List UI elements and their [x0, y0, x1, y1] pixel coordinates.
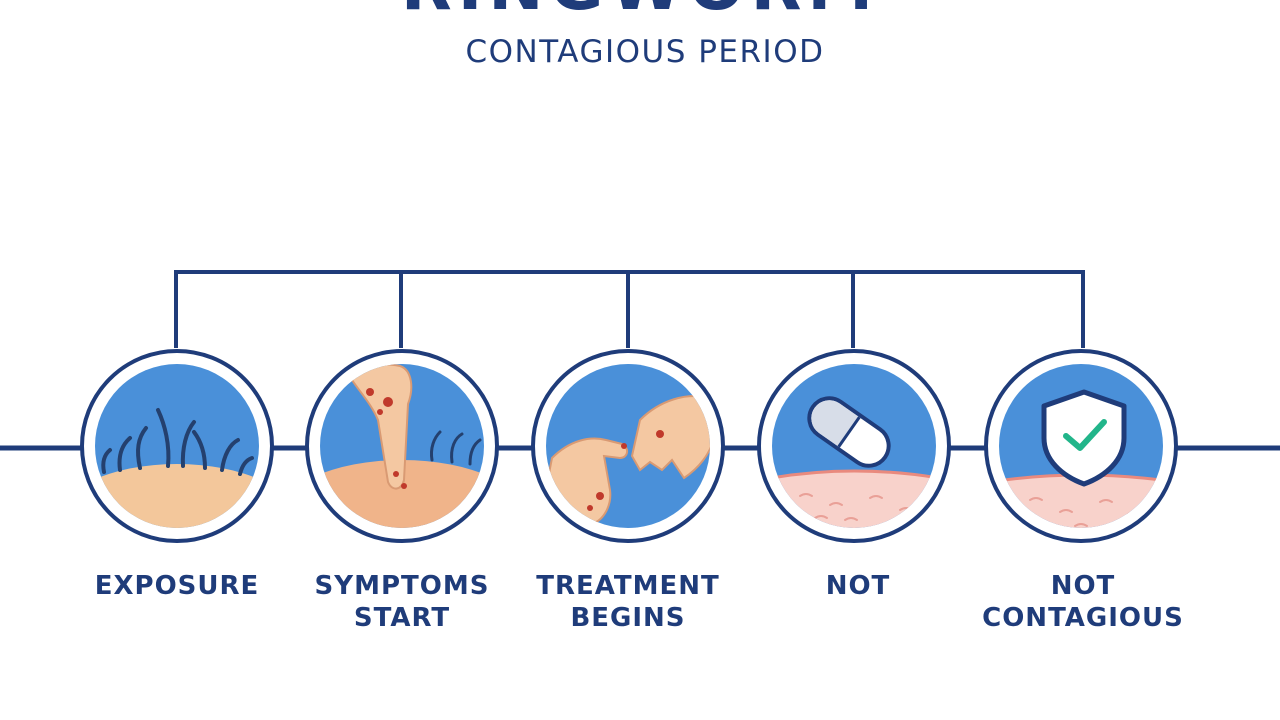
finger-touching-skin-icon — [320, 364, 484, 528]
top-bracket — [174, 270, 1085, 348]
stage-label-treatment: TREATMENT BEGINS — [508, 570, 748, 634]
stage-label-line2: BEGINS — [570, 603, 686, 633]
stage-label-line1: NOT — [825, 571, 891, 601]
stage-label-not: NOT — [738, 570, 978, 602]
stage-label-exposure: EXPOSURE — [57, 570, 297, 602]
page-subtitle: CONTAGIOUS PERIOD — [465, 34, 825, 70]
stage-circle-treatment — [531, 349, 725, 543]
hair-skin-icon — [95, 364, 259, 528]
stage-circle-not — [757, 349, 951, 543]
stage-label-line2: CONTAGIOUS — [982, 603, 1184, 633]
stage-label-line1: TREATMENT — [536, 571, 720, 601]
stage-circle-symptoms — [305, 349, 499, 543]
stage-label-symptoms: SYMPTOMS START — [282, 570, 522, 634]
stage-circle-exposure — [80, 349, 274, 543]
stage-circle-not-contagious — [984, 349, 1178, 543]
stage-label-line1: SYMPTOMS — [314, 571, 490, 601]
stage-label-not-contagious: NOT CONTAGIOUS — [963, 570, 1203, 634]
stage-label-line2: START — [353, 603, 451, 633]
stage-label-line1: EXPOSURE — [94, 571, 260, 601]
stage-label-line1: NOT — [1050, 571, 1116, 601]
page-title: RINGWORM — [0, 0, 1280, 20]
